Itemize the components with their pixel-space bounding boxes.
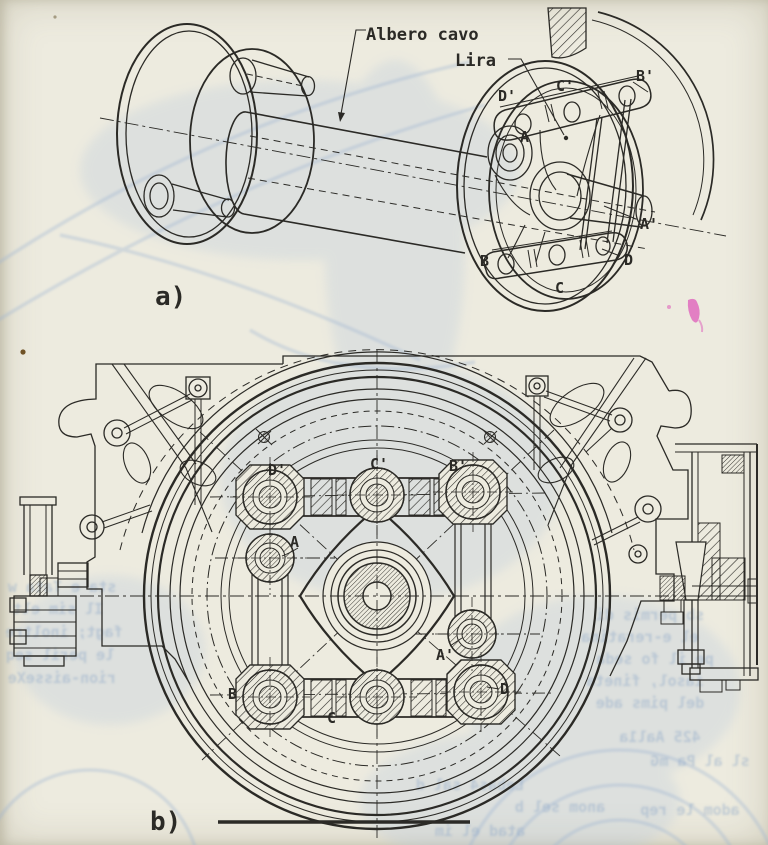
bleed-text-row: el e-reratina [581, 628, 698, 646]
label-albero-cavo: Albero cavo [366, 25, 479, 45]
point-label-b-d: D [500, 680, 509, 698]
point-label-a-d: D [624, 251, 633, 269]
caption-a: a) [155, 282, 186, 312]
point-label-b-c-prime: C' [370, 455, 388, 473]
point-label-b-a-prime: A' [436, 646, 454, 664]
bleed-text-row: 425 Aal1a [619, 728, 700, 746]
bleed-text-row: rion-aisseXe [8, 669, 116, 687]
point-label-b-c: C [327, 709, 336, 727]
page-marks [20, 15, 704, 355]
pink-ink-dot [667, 305, 671, 309]
point-label-a-d-prime: D' [498, 87, 516, 105]
bleed-text-row: Lebas4 sal d [416, 776, 524, 794]
part-b-drawing [9, 349, 759, 838]
bleed-text-row: adom le rep [640, 801, 739, 819]
caption-b: b) [150, 807, 181, 837]
bleed-text-row: Il sim elt [13, 600, 103, 618]
point-label-a-a: A [520, 128, 529, 146]
crank-bosses [242, 464, 509, 725]
pink-ink-mark [687, 298, 700, 323]
bleed-text-row: pe il fo seda [596, 650, 713, 668]
bleed-text-row: atad el im [435, 822, 525, 840]
point-label-b-b-prime: B' [449, 457, 467, 475]
part-a-drawing [99, 7, 727, 312]
point-label-a-b: B [480, 252, 489, 270]
bleed-text-row: sl al Pa mG [650, 752, 749, 770]
point-label-b-b: B [228, 685, 237, 703]
bleed-text-row: sb permis di [596, 606, 704, 624]
point-label-a-c-prime: C' [556, 77, 574, 95]
paper-speck [20, 349, 26, 355]
label-lira: Lira [455, 51, 496, 71]
bleed-text-row: le peril seq [6, 646, 114, 664]
pink-ink-tail [698, 319, 704, 333]
blue-bleedthrough-layer: sta e Tata w Il sim elt fagt; inoltre le… [0, 60, 768, 845]
bleed-text-row: fagt; inoltre [5, 623, 122, 641]
point-label-a-b-prime: B' [636, 67, 654, 85]
bleed-text-row: del pims ade [596, 694, 704, 712]
part-b-labels: D' C' B' A A' B C D b) [150, 455, 509, 837]
point-label-a-a-prime: A' [640, 215, 658, 233]
part-a-labels: Albero cavo Lira D' C' B' A A' B C D a) [155, 25, 658, 312]
bleed-text-row: anom sel b [515, 798, 605, 816]
point-label-b-d-prime: D' [268, 461, 286, 479]
bleed-text-row: iasol, fineta [586, 672, 703, 690]
paper-speck [53, 15, 57, 19]
point-label-b-a: A [290, 533, 299, 551]
point-label-a-c: C [555, 279, 564, 297]
